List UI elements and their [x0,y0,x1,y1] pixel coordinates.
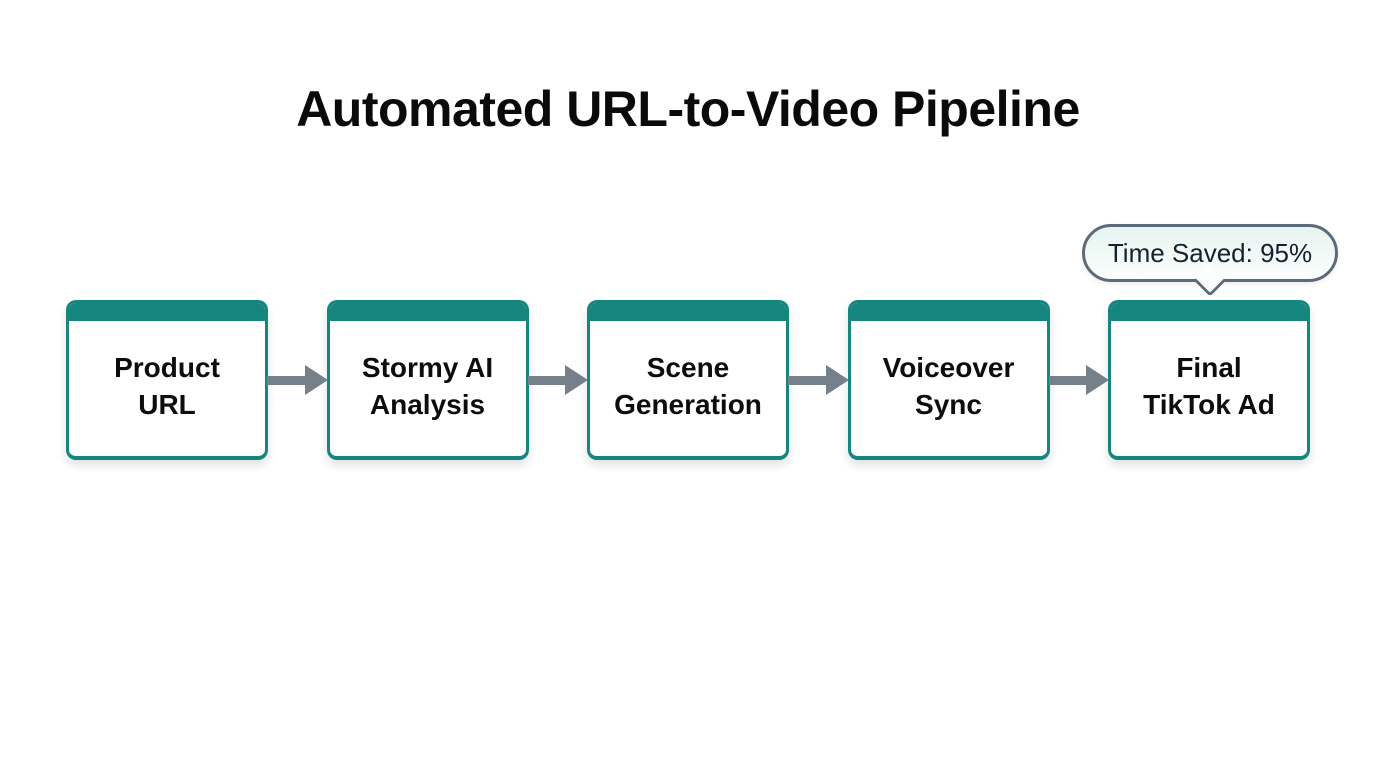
pipeline-step-scene-generation: Scene Generation [587,300,789,460]
step-label: Product URL [114,352,220,420]
pipeline-flow: Product URL Stormy AI Analysis [66,300,1310,460]
flow-arrow-icon [1048,300,1109,460]
callout-label: Time Saved: 95% [1107,237,1313,268]
step-header-bar [329,303,526,321]
step-label: Scene Generation [614,352,762,420]
pipeline-step-voiceover-sync: Voiceover Sync [847,300,1050,460]
step-label: Voiceover Sync [882,352,1015,420]
flow-arrow-icon [267,300,328,460]
step-label: Stormy AI Analysis [361,352,494,420]
flow-arrow-icon [527,300,588,460]
pipeline-step-final-tiktok-ad: Final TikTok Ad [1108,300,1310,460]
time-saved-callout: Time Saved: 95% [1082,224,1338,297]
step-label: Final TikTok Ad [1143,352,1275,420]
pipeline-step-stormy-ai-analysis: Stormy AI Analysis [326,300,529,460]
page-title: Automated URL-to-Video Pipeline [296,81,1080,137]
step-header-bar [1111,303,1307,321]
step-header-bar [69,303,265,321]
step-header-bar [850,303,1047,321]
pipeline-step-product-url: Product URL [66,300,268,460]
flow-arrow-icon [788,300,849,460]
step-header-bar [590,303,786,321]
callout-tail-pointer [1193,264,1227,297]
